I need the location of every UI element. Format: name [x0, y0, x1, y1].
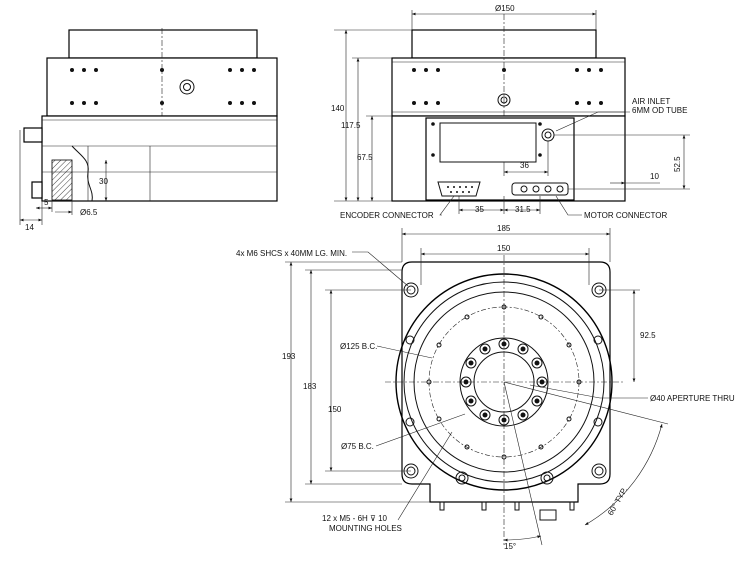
dim-183: 183	[303, 382, 317, 391]
motor-connector-label: MOTOR CONNECTOR	[584, 211, 667, 220]
dim-150-w: 150	[497, 244, 511, 253]
side-view: 30 5 Ø6.5 14	[19, 28, 278, 232]
dim-150-h: 150	[328, 405, 342, 414]
dim-193: 193	[282, 352, 296, 361]
air-inlet-sub-label: 6MM OD TUBE	[632, 106, 687, 115]
top-view: 185 150 92.5 193 183 150 4x M6 SHCS x 40…	[236, 224, 735, 551]
aperture-label: Ø40 APERTURE THRU	[650, 394, 735, 403]
dim-67-5: 67.5	[357, 153, 373, 162]
dim-14: 14	[25, 223, 34, 232]
dim-117-5: 117.5	[341, 121, 361, 130]
encoder-connector-shape	[437, 181, 481, 197]
dim-150-top: Ø150	[495, 4, 515, 13]
mounting-label: 12 x M5 - 6H ⊽ 10	[322, 514, 388, 523]
dim-30: 30	[99, 177, 108, 186]
inner-bolt-circle	[460, 338, 548, 426]
dim-92-5: 92.5	[640, 331, 656, 340]
angle-15-label: 15°	[504, 542, 516, 551]
bc75-label: Ø75 B.C.	[341, 442, 374, 451]
bc125-label: Ø125 B.C.	[340, 342, 377, 351]
dim-36: 36	[520, 161, 529, 170]
angle-60-label: 60° TYP.	[606, 486, 629, 517]
mounting-sub-label: MOUNTING HOLES	[329, 524, 402, 533]
dim-185: 185	[497, 224, 511, 233]
dim-35: 35	[475, 205, 484, 214]
shcs-label: 4x M6 SHCS x 40MM LG. MIN.	[236, 249, 347, 258]
front-view: Ø150 140 117.5 67.5 36 52.5 10 35 31.5 A…	[331, 4, 690, 220]
dim-140: 140	[331, 104, 345, 113]
dim-10: 10	[650, 172, 659, 181]
front-view-holes	[412, 68, 603, 107]
encoder-connector-label: ENCODER CONNECTOR	[340, 211, 434, 220]
mounting-holes-125	[426, 304, 582, 460]
dim-31-5: 31.5	[515, 205, 531, 214]
dim-52-5: 52.5	[673, 156, 682, 172]
air-inlet-label: AIR INLET	[632, 97, 670, 106]
dim-5: 5	[44, 198, 49, 207]
dim-6-5: Ø6.5	[80, 208, 98, 217]
